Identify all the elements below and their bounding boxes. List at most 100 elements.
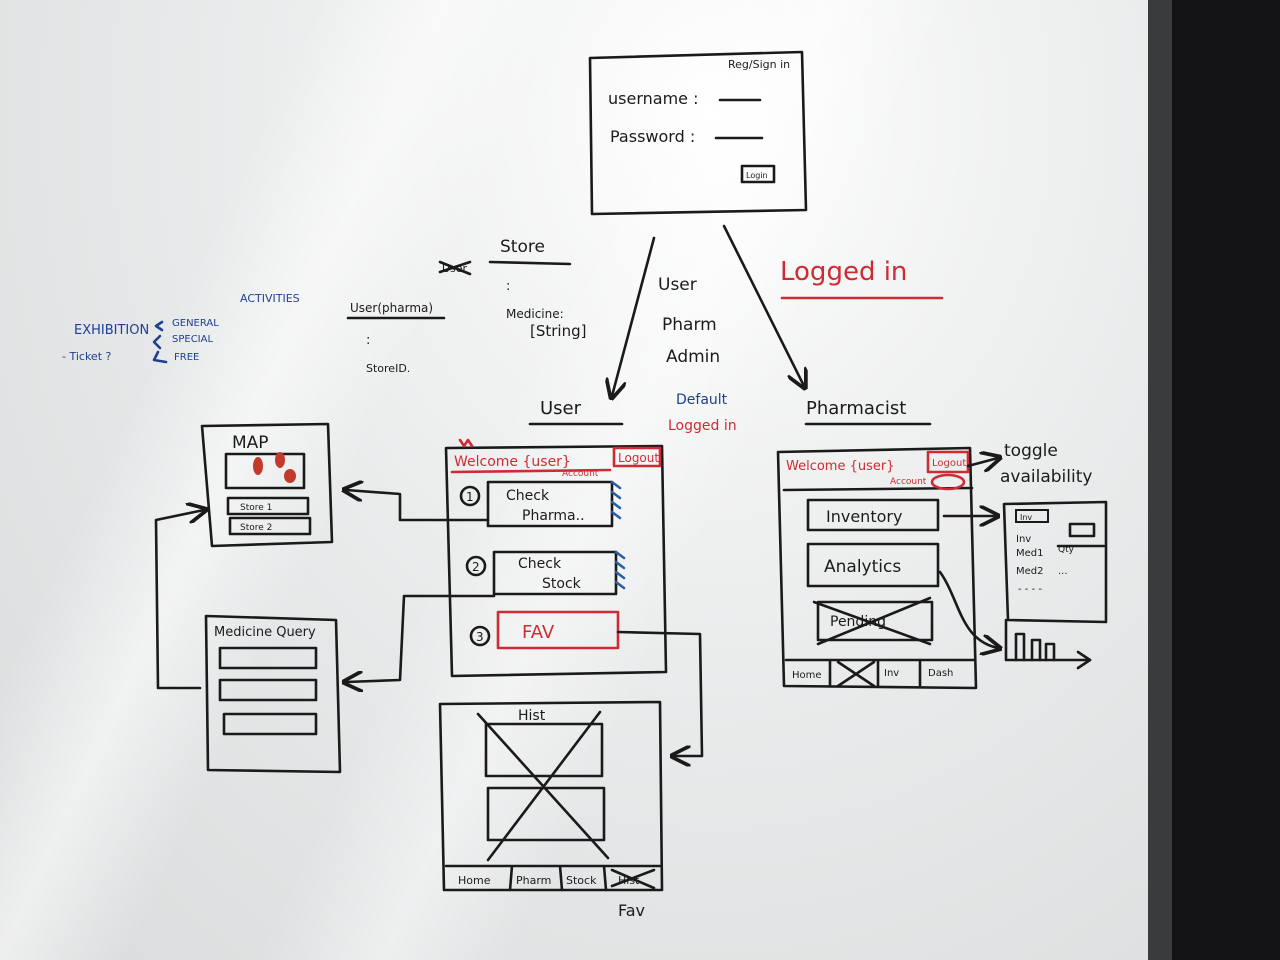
whiteboard-frame — [1148, 0, 1172, 960]
arrow-query-to-map — [154, 510, 204, 690]
login-wireframe: Reg/Sign in username : Password : Login — [588, 50, 808, 216]
whiteboard-drawing: Reg/Sign in username : Password : Login … — [62, 50, 1108, 920]
arrow-fav-to-hist — [616, 630, 704, 756]
hist-nav-pharm: Pharm — [516, 874, 551, 887]
default-note: Default — [676, 392, 728, 408]
user-item-2-hatch — [614, 550, 626, 590]
whiteboard — [0, 0, 1148, 960]
login-box — [588, 50, 808, 216]
map-store-1-row — [226, 496, 310, 516]
pharmacist-account: Account — [890, 477, 927, 487]
role-user: User — [658, 275, 697, 295]
user-pharma-title: User(pharma) — [350, 301, 433, 315]
medicine-type: [String] — [530, 322, 586, 340]
login-button-sketch — [740, 164, 776, 184]
arrow-toggle — [966, 458, 998, 466]
default-logged-in-note: Logged in — [668, 418, 737, 434]
toggle-note: toggle — [1004, 441, 1058, 461]
logged-in-note: Logged in — [780, 257, 907, 287]
hist-nav-bar — [444, 864, 662, 892]
hist-card-2 — [486, 786, 606, 842]
pharmacist-pending-box — [816, 600, 934, 642]
user-pharma-dots: : — [366, 333, 370, 348]
pharmacist-inventory-box — [806, 498, 940, 532]
user-item-2-line2: Stock — [542, 576, 582, 592]
user-header-line — [450, 468, 612, 474]
inventory-toggle-box — [1068, 522, 1096, 538]
map-pin-icon — [275, 452, 285, 468]
pharmacist-screen-wireframe: Pharmacist Welcome {user} Logout Account… — [776, 398, 1092, 690]
medicine-query-field-1 — [218, 646, 318, 670]
user-item-1-hatch — [610, 480, 622, 520]
pharmacist-phone-frame — [776, 446, 978, 690]
availability-note: availability — [1000, 467, 1092, 487]
map-store-2-row — [228, 516, 312, 536]
hist-nav-stock: Stock — [566, 874, 597, 887]
hist-nav-strike — [610, 868, 656, 890]
user-item-1-line1: Check — [506, 488, 550, 504]
fav-note: Fav — [618, 901, 645, 920]
pharmacist-inventory-label: Inventory — [826, 507, 902, 526]
exhibition-notes: EXHIBITION ACTIVITIES - Ticket ? GENERAL… — [62, 292, 300, 364]
option-general: GENERAL — [172, 318, 219, 329]
inventory-row-2: Med2 — [1016, 566, 1044, 577]
analytics-axes — [1004, 618, 1092, 662]
medicine-query-field-3 — [222, 712, 318, 736]
user-heading: User — [540, 398, 582, 419]
user-item-1-box — [486, 480, 614, 528]
user-strikeout — [438, 260, 472, 276]
inventory-frame — [1002, 500, 1108, 624]
map-pin-icon — [284, 469, 296, 483]
user-item-1-line2: Pharma.. — [522, 508, 585, 524]
user-item-1-number-circle — [459, 485, 481, 507]
user-item-3-box — [496, 610, 620, 650]
user-phone-frame — [444, 444, 668, 678]
user-item-2-number-circle — [465, 555, 487, 577]
pharmacist-logout: Logout — [932, 458, 966, 469]
store-id-field: StoreID. — [366, 362, 410, 375]
pharmacist-pending-cross — [812, 596, 932, 646]
store-underline — [488, 260, 572, 266]
inventory-header-box — [1015, 509, 1049, 523]
user-logout: Logout — [618, 451, 659, 465]
user-item-3-label: FAV — [522, 622, 555, 643]
inventory-row-1-qty: Qty — [1058, 545, 1075, 555]
inventory-row-3: - - - - — [1018, 584, 1042, 595]
background-wall — [1172, 0, 1280, 960]
role-pharm: Pharm — [662, 315, 717, 335]
map-title: MAP — [232, 433, 269, 453]
map-store-1-label: Store 1 — [240, 503, 272, 513]
medicine-query-wireframe: Medicine Query — [204, 614, 342, 774]
user-logout-box — [612, 446, 662, 468]
hist-title: Hist — [518, 708, 546, 724]
map-area — [224, 452, 306, 490]
map-frame — [200, 422, 334, 548]
hist-cross-out — [476, 710, 610, 862]
schema-notes: Store User : Medicine: [String] User(pha… — [346, 237, 586, 375]
analytics-axis-arrow — [1076, 650, 1092, 670]
account-toggle-circle — [930, 473, 966, 491]
user-account: Account — [562, 469, 599, 479]
analytics-chart-sketch — [1004, 618, 1092, 670]
map-store-2-label: Store 2 — [240, 523, 272, 533]
inventory-row-1: Med1 — [1016, 548, 1044, 559]
pharmacist-nav-home: Home — [792, 670, 822, 681]
username-label: username : — [608, 89, 698, 108]
store-title: Store — [500, 237, 545, 257]
user-item-3-number-circle — [469, 625, 491, 647]
pharmacist-nav-inv: Inv — [884, 668, 899, 679]
user-screen-wireframe: User Welcome {user} Logout Account 1 Che… — [444, 398, 668, 678]
option-free: FREE — [174, 352, 199, 363]
login-title: Reg/Sign in — [728, 58, 790, 71]
analytics-bars — [1014, 632, 1056, 662]
pharmacist-nav-dash: Dash — [928, 668, 953, 679]
medicine-field: Medicine: — [506, 307, 564, 321]
scribble-mark — [458, 438, 474, 448]
pharmacist-logout-box — [926, 450, 970, 474]
password-label: Password : — [610, 127, 695, 146]
arrow-to-pharmacist — [722, 224, 804, 386]
pharmacist-nav-crossed-tab — [836, 660, 876, 688]
hist-nav-home: Home — [458, 874, 491, 887]
user-item-3-number: 3 — [476, 630, 484, 644]
login-button-label: Login — [746, 171, 768, 180]
